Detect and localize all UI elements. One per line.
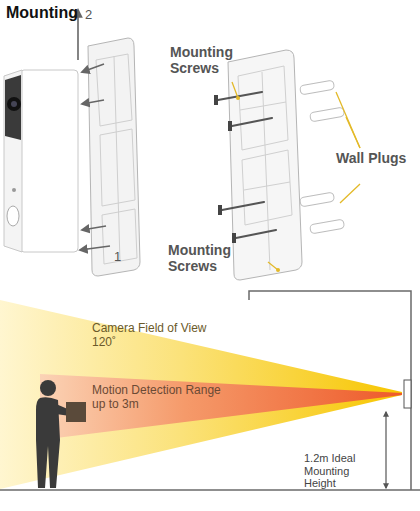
height-arrow	[385, 412, 386, 488]
callout-number: 1	[114, 250, 134, 265]
screw-head	[218, 205, 222, 215]
part-label: Wall Plugs	[336, 150, 416, 166]
motion-detection-cone	[40, 374, 402, 440]
delivery-person	[36, 380, 86, 488]
leader-dot	[236, 96, 240, 100]
wall-outline	[0, 291, 420, 490]
leader-line	[232, 82, 360, 270]
assembly-arrows	[78, 10, 110, 250]
doorbell-device	[4, 70, 78, 252]
mounting-bracket	[228, 50, 302, 280]
field-of-view-cone	[0, 300, 402, 489]
part-label: Mounting Screws	[168, 242, 268, 274]
callout-number: 2	[85, 8, 105, 23]
dimension-label: 1.2m Ideal Mounting Height	[304, 452, 384, 490]
doorbell-on-wall	[404, 380, 411, 408]
mounting-bracket	[88, 38, 140, 276]
leader-dot	[276, 268, 280, 272]
part-label: Mounting Screws	[170, 44, 270, 76]
screw-head	[214, 95, 218, 105]
title: Mounting	[6, 4, 78, 22]
screw-head	[228, 121, 232, 131]
mounting-screw	[218, 92, 276, 238]
feature-label: Camera Field of View 120˚	[92, 322, 212, 350]
screw-head	[232, 233, 236, 243]
feature-label: Motion Detection Range up to 3m	[92, 384, 232, 412]
